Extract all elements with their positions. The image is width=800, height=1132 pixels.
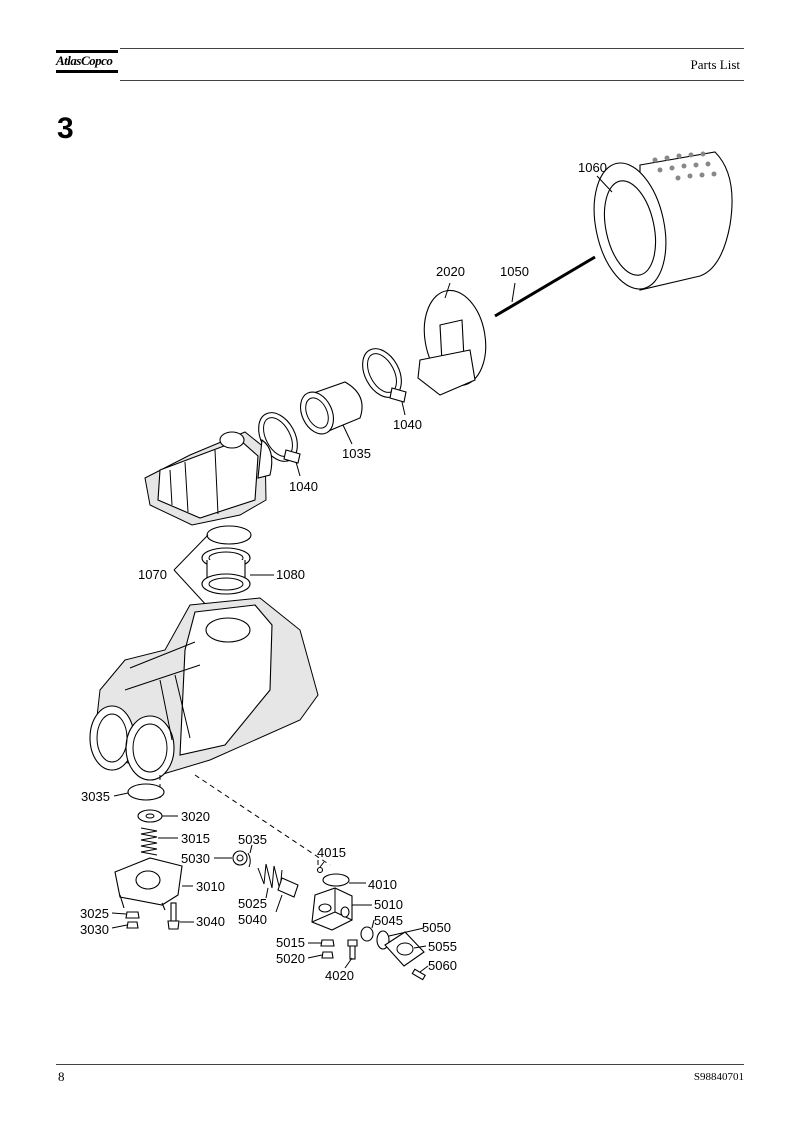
- callout-5060: 5060: [428, 958, 457, 973]
- air-filter-element-1060: [593, 151, 733, 291]
- cover-plate-2020: [417, 289, 487, 396]
- callout-5015: 5015: [276, 935, 305, 950]
- callout-1050: 1050: [500, 264, 529, 279]
- bolt-3040: [167, 902, 180, 930]
- page-header-title: Parts List: [690, 57, 740, 72]
- document-number: S98840701: [693, 1071, 744, 1083]
- callout-2020: 2020: [436, 264, 465, 279]
- o-ring-5035: [247, 852, 251, 868]
- seal-5030: [232, 850, 248, 866]
- callout-4015: 4015: [317, 845, 346, 860]
- spring-5025: [257, 863, 283, 891]
- callout-5020: 5020: [276, 951, 305, 966]
- callout-1080: 1080: [276, 567, 305, 582]
- rod-1050: [494, 255, 596, 318]
- nut-3025: [125, 911, 140, 919]
- nut-5020: [321, 951, 334, 959]
- callout-5045: 5045: [374, 913, 403, 928]
- logo-bar-bottom: [56, 70, 118, 73]
- callout-3020: 3020: [181, 809, 210, 824]
- callout-3015: 3015: [181, 831, 210, 846]
- callout-1070: 1070: [138, 567, 167, 582]
- clamp-1040-upper: [362, 348, 407, 403]
- callout-1035: 1035: [342, 446, 371, 461]
- plug-4015: [316, 866, 324, 874]
- flange-1080: [201, 547, 251, 595]
- logo-text: AtlasCopco: [56, 53, 113, 68]
- callout-4010: 4010: [368, 877, 397, 892]
- gasket-1070-top: [206, 525, 252, 545]
- callout-5050: 5050: [422, 920, 451, 935]
- callout-1040-lower: 1040: [289, 479, 318, 494]
- piston-5045: [360, 926, 374, 942]
- footer-rule: [56, 1064, 744, 1065]
- callout-5035: 5035: [238, 832, 267, 847]
- callout-1040-upper: 1040: [393, 417, 422, 432]
- piston-5040: [277, 877, 299, 898]
- callout-4020: 4020: [325, 968, 354, 983]
- callout-3040: 3040: [196, 914, 225, 929]
- page-number: 8: [58, 1069, 65, 1084]
- header-rule-top: [120, 48, 744, 49]
- callout-3025: 3025: [80, 906, 109, 921]
- valve-housing-5010: [311, 887, 353, 931]
- callout-5025: 5025: [238, 896, 267, 911]
- washer-3020: [137, 809, 163, 823]
- bolt-4020: [347, 939, 358, 960]
- spring-3015: [140, 827, 158, 856]
- callout-5055: 5055: [428, 939, 457, 954]
- nut-3030: [126, 921, 139, 929]
- callout-3035: 3035: [81, 789, 110, 804]
- callout-5030: 5030: [181, 851, 210, 866]
- screw-5060: [411, 968, 426, 981]
- callout-3010: 3010: [196, 879, 225, 894]
- header-rule-bottom: [120, 80, 744, 81]
- inlet-housing: [144, 431, 273, 526]
- callout-5010: 5010: [374, 897, 403, 912]
- logo-bar-top: [56, 50, 118, 53]
- gasket-3035: [127, 783, 165, 801]
- callout-5040: 5040: [238, 912, 267, 927]
- cover-5055: [384, 931, 425, 967]
- compressor-element: [89, 597, 319, 781]
- gasket-4010: [322, 873, 350, 887]
- atlas-copco-logo: AtlasCopco: [56, 48, 118, 74]
- callout-3030: 3030: [80, 922, 109, 937]
- section-number: 3: [57, 112, 74, 145]
- hose-1035: [299, 381, 363, 435]
- callout-1060: 1060: [578, 160, 607, 175]
- nut-5015: [320, 939, 335, 947]
- valve-block-3010: [114, 857, 183, 911]
